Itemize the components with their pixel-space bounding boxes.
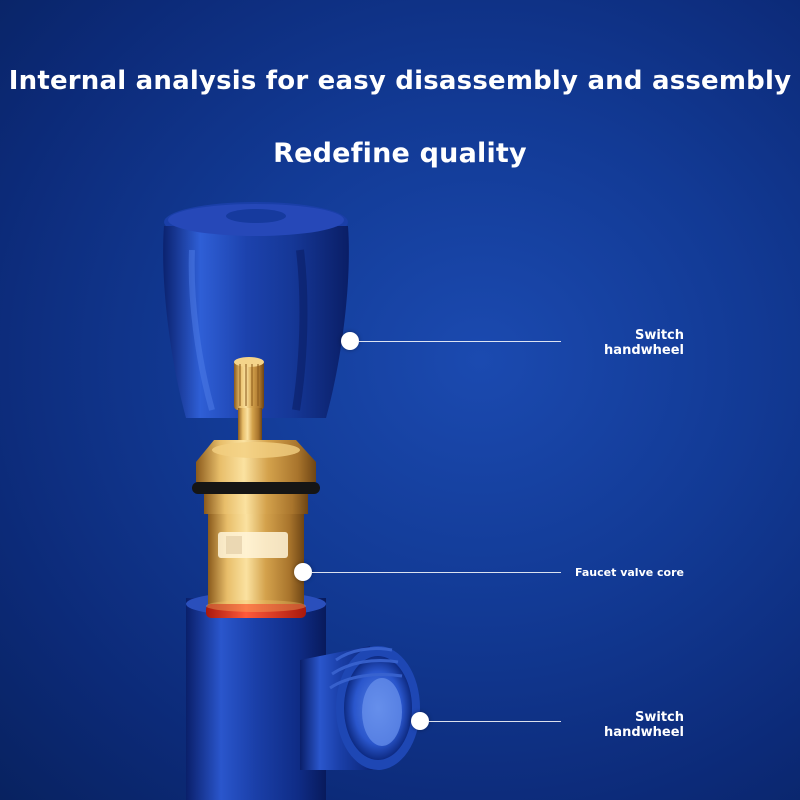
callout-label-line: Switch (634, 710, 684, 725)
callout-label-handwheel-bottom: Switch handwheel (560, 710, 684, 740)
callout-line-handwheel-bottom (429, 721, 561, 722)
handwheel-cap (163, 202, 349, 418)
callout-line-valve-core (312, 572, 561, 573)
callout-label-valve-core: Faucet valve core (540, 565, 684, 580)
callout-dot-handwheel-top (341, 332, 359, 350)
callout-label-handwheel-top: Switch handwheel (560, 328, 684, 358)
callout-label-line: handwheel (604, 343, 684, 358)
headline-primary: Internal analysis for easy disassembly a… (8, 66, 792, 96)
callout-dot-valve-core (294, 563, 312, 581)
callout-label-line: Switch (634, 328, 684, 343)
callout-line-handwheel-top (359, 341, 561, 342)
callout-label-line: Faucet valve core (575, 566, 684, 579)
headline-secondary: Redefine quality (273, 138, 527, 169)
valve-body (186, 592, 420, 800)
callout-dot-handwheel-bottom (411, 712, 429, 730)
callout-label-line: handwheel (604, 725, 684, 740)
valve-core (192, 357, 320, 618)
